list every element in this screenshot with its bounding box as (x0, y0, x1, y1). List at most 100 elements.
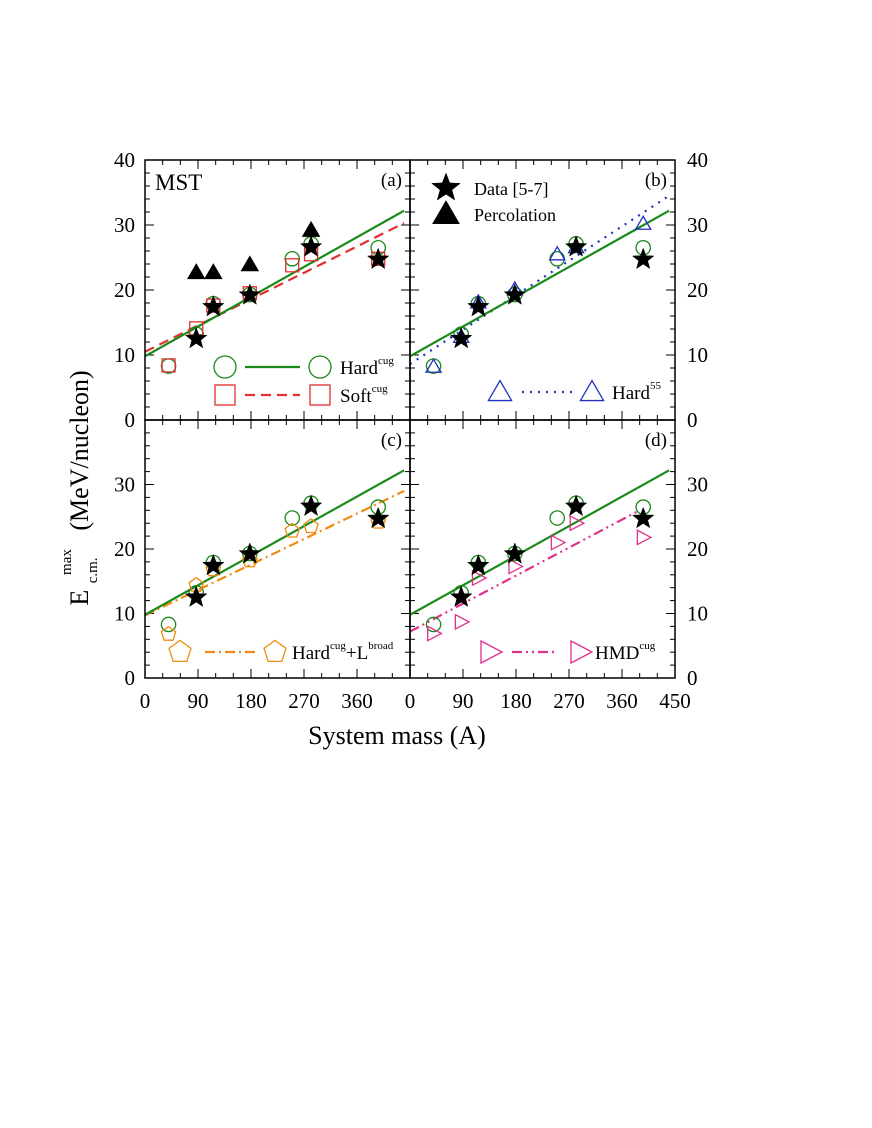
point-square (161, 358, 176, 373)
legend-marker-triangle (579, 379, 605, 402)
y-tick-label: 0 (125, 666, 136, 690)
point-triangle-right (636, 529, 653, 546)
point-triangle (424, 357, 443, 373)
x-tick-label: 270 (553, 689, 585, 713)
point-star (564, 494, 588, 517)
legend-label-percolation: Percolation (474, 205, 556, 225)
point-star (184, 326, 208, 349)
fit-line-circle (410, 209, 670, 358)
point-star (631, 506, 655, 529)
panels: 010203040(a)MSTHardcugSoftcug010203040(b… (114, 148, 708, 713)
legend-label-data: Data [5-7] (474, 179, 548, 199)
x-tick-label: 360 (341, 689, 373, 713)
series-triangle-filled (186, 220, 321, 280)
x-tick-label: 450 (659, 689, 691, 713)
series-star (184, 235, 390, 349)
legend-marker-star (431, 172, 461, 201)
point-star (366, 247, 390, 270)
point-square (285, 258, 300, 273)
panel-label: (c) (381, 430, 402, 451)
series-triangle-right (427, 514, 653, 642)
point-star (238, 283, 262, 305)
point-star (202, 553, 225, 576)
point-triangle-right (508, 558, 525, 575)
x-tick-label: 90 (453, 689, 474, 713)
point-pentagon (284, 522, 301, 538)
legend-marker-triangle (487, 379, 513, 402)
point-pentagon (241, 552, 258, 568)
y-tick-label: 0 (687, 666, 698, 690)
legend-label: Softcug (340, 383, 388, 407)
y-tick-label: 40 (114, 148, 135, 172)
legend-marker-triangle-right (570, 639, 594, 665)
legend-marker-pentagon (263, 639, 287, 663)
legend-panel-2: Hard55 Data [5-7] Percolation (431, 172, 661, 404)
fit-line-triangle-right (410, 509, 641, 633)
point-star (238, 542, 262, 564)
x-tick-label: 0 (405, 689, 416, 713)
fit-line-circle (410, 469, 670, 616)
point-star (299, 235, 323, 257)
point-star (503, 283, 527, 305)
point-circle (425, 358, 442, 374)
y-tick-label: 30 (114, 473, 135, 497)
legend-label: Hard55 (612, 380, 661, 404)
x-tick-label: 180 (235, 689, 267, 713)
legend-label: HMDcug (595, 640, 656, 664)
legend-panel-3: Hardcug+Lbroad (168, 639, 394, 664)
x-axis-label: System mass (A) (308, 721, 486, 750)
panel-label: (a) (381, 170, 402, 191)
point-star (449, 585, 473, 607)
fit-line-pentagon (145, 489, 405, 617)
x-tick-label: 90 (188, 689, 209, 713)
fit-lines-panel-1 (145, 209, 405, 358)
y-tick-label: 20 (114, 278, 135, 302)
fit-lines-panel-4 (410, 469, 670, 633)
x-tick-label: 360 (606, 689, 638, 713)
point-star (631, 247, 655, 270)
point-triangle-filled (240, 255, 260, 272)
point-triangle-right (454, 613, 471, 631)
point-pentagon (205, 561, 222, 577)
ticks-panel-3 (144, 419, 411, 679)
y-tick-label: 30 (687, 213, 708, 237)
series-circle (160, 236, 387, 374)
ticks-panel-1 (144, 159, 411, 421)
legend-marker-triangle-right (480, 639, 504, 665)
point-star (564, 235, 588, 257)
point-star (503, 542, 527, 564)
y-tick-label: 30 (114, 213, 135, 237)
y-tick-label: 10 (114, 602, 135, 626)
series-circle (425, 236, 651, 374)
point-triangle-right (569, 514, 586, 532)
fit-lines-panel-2 (410, 194, 670, 366)
y-tick-label: 10 (687, 602, 708, 626)
x-tick-label: 180 (500, 689, 532, 713)
point-triangle-right (427, 625, 443, 642)
point-star (467, 553, 490, 576)
point-triangle-filled (186, 263, 206, 280)
fit-line-circle (145, 209, 405, 358)
legend-marker-percolation (432, 200, 460, 225)
panel-label: (b) (645, 170, 667, 191)
legend-marker-circle (213, 355, 237, 379)
series-star (184, 494, 390, 607)
y-tick-label: 10 (114, 343, 135, 367)
panel-title: MST (155, 170, 202, 195)
svg-text:E c.m. max (: E c.m. max (MeV/nucleon) (48, 370, 103, 605)
y-tick-label: 0 (687, 408, 698, 432)
y-axis-label-unit: (MeV/nucleon) (65, 370, 94, 530)
y-tick-label: 0 (125, 408, 136, 432)
fit-line-circle (145, 469, 405, 616)
y-axis-label-sup: max (59, 549, 75, 575)
point-triangle-right (550, 534, 567, 551)
point-circle (549, 250, 566, 267)
point-star (366, 506, 390, 529)
fit-line-square (145, 222, 405, 353)
